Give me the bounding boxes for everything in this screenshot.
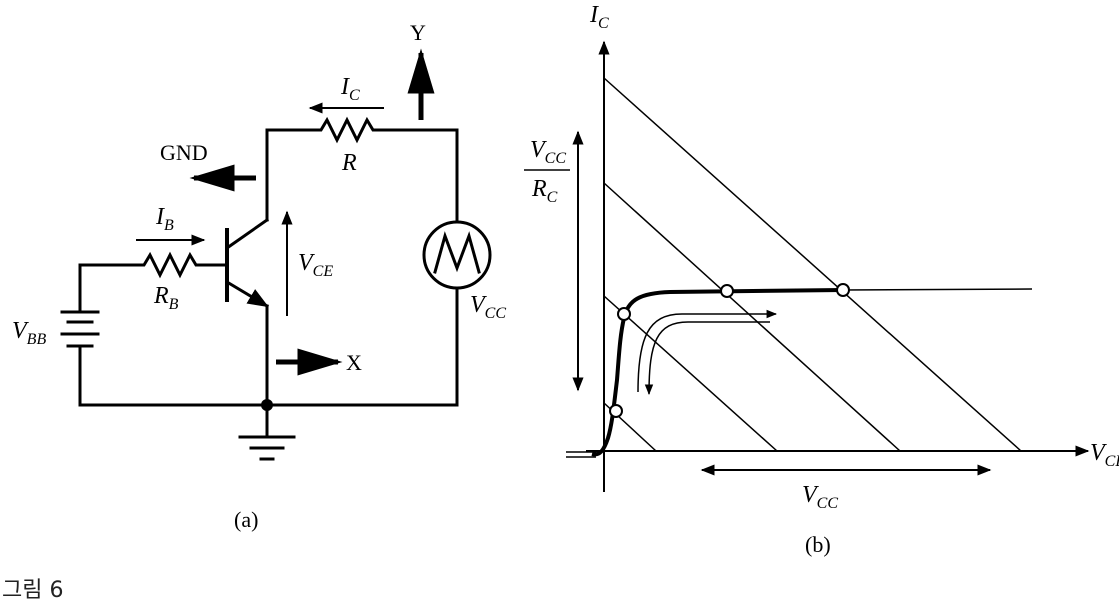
load-line-4 (603, 77, 1022, 452)
x-label: X (346, 350, 362, 375)
vbb-label: VBB (12, 318, 46, 348)
characteristic-tail (842, 288, 1033, 291)
vce-label: VCE (298, 250, 333, 280)
panel-b-label: (b) (805, 532, 831, 557)
rb-label: RB (153, 283, 179, 313)
y-label: Y (410, 20, 426, 45)
vcc-over-rc-denominator: RC (531, 176, 558, 206)
operating-point-2 (617, 307, 631, 321)
vcc-over-rc-numerator: VCC (530, 137, 566, 167)
operating-point-1 (609, 404, 623, 418)
r-label: R (341, 150, 357, 176)
transistor-collector (224, 217, 270, 251)
operating-points (609, 283, 850, 418)
transistor-emitter (224, 279, 270, 309)
y-axis-label: IC (589, 2, 609, 32)
sweep-arrow-back (644, 321, 770, 396)
circuit-diagram (60, 116, 492, 461)
x-axis-label: VCE (1090, 440, 1119, 470)
circuit-arrows (136, 48, 435, 376)
characteristic-curve (591, 288, 844, 457)
gnd-label: GND (160, 140, 208, 165)
vcc-span-label: VCC (802, 482, 838, 512)
ground-node (261, 399, 273, 411)
operating-point-3 (720, 284, 734, 298)
load-line-3 (603, 182, 901, 452)
figure-caption: 그림 6 (2, 578, 64, 603)
sweep-arrow-out (637, 309, 778, 393)
base-wire (78, 251, 229, 312)
vcc-label: VCC (470, 292, 506, 322)
vcc-source-waveform (433, 231, 481, 274)
load-line-2 (603, 295, 778, 452)
ib-label: IB (155, 204, 174, 234)
vcc-source-icon (422, 220, 492, 290)
top-wire (265, 116, 459, 224)
operating-point-4 (836, 283, 850, 297)
characteristic-graph (566, 40, 1090, 492)
panel-a-label: (a) (234, 507, 258, 532)
ic-label: IC (340, 74, 360, 104)
